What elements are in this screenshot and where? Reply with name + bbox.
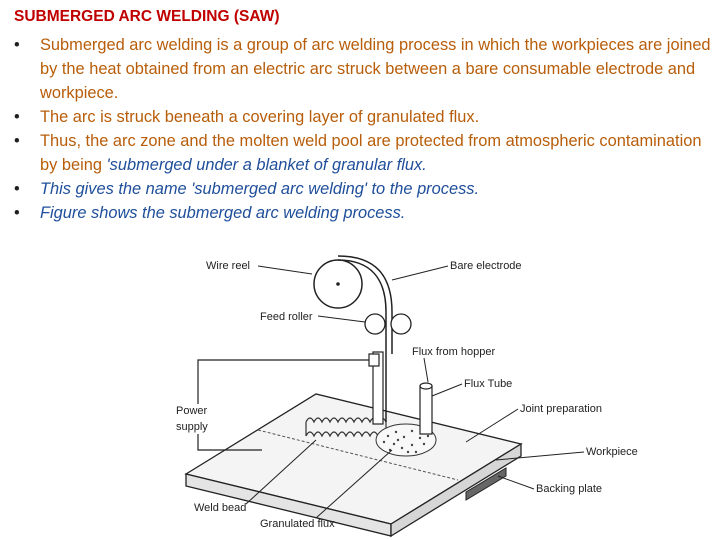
bullet-text: Figure shows the submerged arc welding p… xyxy=(40,204,406,222)
workpiece-plate xyxy=(184,393,523,538)
contact-tube xyxy=(372,351,384,425)
bullet-arc-under-flux: The arc is struck beneath a covering lay… xyxy=(14,105,714,129)
label-weld-bead: Weld bead xyxy=(194,502,246,514)
feed-rollers xyxy=(364,313,412,335)
flux-tube xyxy=(419,382,433,435)
electrode-wire xyxy=(337,259,387,422)
label-wire-reel: Wire reel xyxy=(206,260,250,272)
bullet-name-origin: This gives the name 'submerged arc weldi… xyxy=(14,177,714,201)
label-flux-from-hopper: Flux from hopper xyxy=(412,346,495,358)
label-backing-plate: Backing plate xyxy=(536,483,602,495)
saw-diagram: Wire reel Bare electrode Feed roller Flu… xyxy=(176,255,638,538)
bullet-list: Submerged arc welding is a group of arc … xyxy=(14,33,714,225)
power-supply-wires xyxy=(197,359,369,451)
bullet-text-italic: 'submerged under a blanket of granular f… xyxy=(106,156,427,174)
label-joint-preparation: Joint preparation xyxy=(520,403,602,415)
label-bare-electrode: Bare electrode xyxy=(450,260,522,272)
bullet-text: This gives the name 'submerged arc weldi… xyxy=(40,180,480,198)
wire-reel xyxy=(313,259,363,309)
label-granulated-flux: Granulated flux xyxy=(260,518,335,530)
bullet-text: Submerged arc welding is a group of arc … xyxy=(40,36,711,102)
backing-plate xyxy=(465,467,507,501)
saw-process-figure: Wire reel Bare electrode Feed roller Flu… xyxy=(166,254,646,538)
electrode-wire-outer xyxy=(337,255,393,354)
bullet-definition: Submerged arc welding is a group of arc … xyxy=(14,33,714,105)
label-flux-tube: Flux Tube xyxy=(464,378,512,390)
label-power-1: Power xyxy=(176,405,208,417)
label-workpiece: Workpiece xyxy=(586,446,638,458)
bullet-text: Thus, the arc zone and the molten weld p… xyxy=(40,132,702,174)
slide-title: SUBMERGED ARC WELDING (SAW) xyxy=(14,8,280,25)
label-power-2: supply xyxy=(176,421,208,433)
bullet-text: The arc is struck beneath a covering lay… xyxy=(40,108,480,126)
bullet-protection: Thus, the arc zone and the molten weld p… xyxy=(14,129,714,177)
contact-clamp xyxy=(368,353,380,367)
label-feed-roller: Feed roller xyxy=(260,311,313,323)
bullet-figure-ref: Figure shows the submerged arc welding p… xyxy=(14,201,714,225)
